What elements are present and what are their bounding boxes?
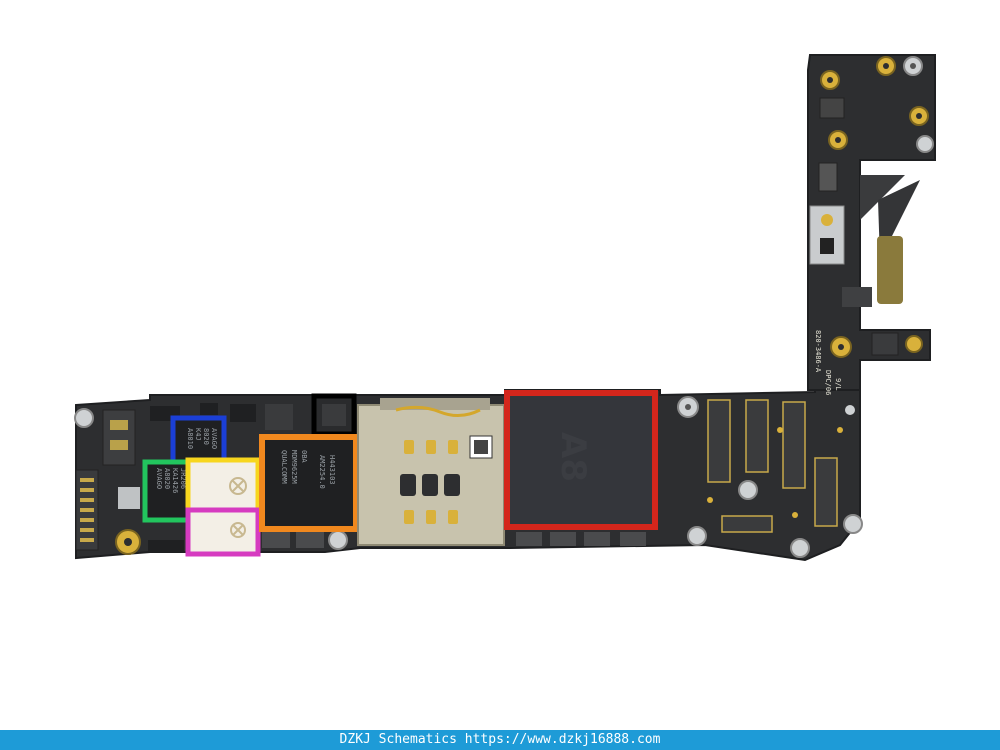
chip-qualcomm-orange-outline: QUALCOMM MDM9625M 0BA AM2254.0 H443103: [259, 434, 359, 532]
chip-black-outline: [311, 393, 357, 437]
sim-contacts: [400, 440, 460, 524]
chip-label: JR206: [179, 468, 187, 489]
screw-hole: [916, 135, 934, 153]
chip-yellow-outline: [185, 457, 261, 517]
board-connector: [721, 515, 773, 533]
chip-magenta-outline: [185, 507, 261, 557]
sim-tray-frame: [357, 398, 505, 546]
chip-label: AVAGO: [210, 428, 218, 449]
chip-label: 8020: [202, 428, 210, 445]
board-connector: [814, 457, 838, 527]
watermark-banner: DZKJ Schematics https://www.dzkj16888.co…: [0, 730, 1000, 750]
right-connectors: [677, 396, 863, 558]
chip-label: AVAGO: [155, 468, 163, 489]
chip-a8-red-outline: A8: [504, 390, 658, 530]
board-connector: [707, 399, 731, 483]
silkscreen-text: DPC/06: [824, 370, 832, 395]
chip-label: QUALCOMM: [280, 450, 288, 484]
chip-label: A8010: [186, 428, 194, 449]
chip-label: AM2254.0: [318, 455, 326, 489]
a8-lower-components: [516, 532, 646, 546]
silkscreen-text: 820-3486-A: [814, 330, 822, 373]
silkscreen-text: 9/L: [834, 378, 842, 391]
board-connector: [782, 401, 806, 489]
screw-hole: [905, 335, 923, 353]
watermark-text: DZKJ Schematics https://www.dzkj16888.co…: [339, 732, 661, 747]
chip-green-outline: AVAGO A8020 KA1426 JR206: [142, 459, 192, 523]
chip-label: A8020: [163, 468, 171, 489]
chip-label: 0BA: [300, 450, 308, 463]
chip-label: K4J: [194, 428, 202, 441]
top-arm-details: 820-3486-A DPC/06 9/L: [809, 56, 934, 395]
a8-chip-label: A8: [553, 432, 593, 482]
chip-label: MDM9625M: [290, 450, 298, 484]
chip-label: H443103: [328, 455, 336, 485]
logic-board-photo: 820-3486-A DPC/06 9/L: [74, 54, 936, 562]
connector-pins: [80, 478, 94, 542]
left-connector-area: [74, 408, 141, 555]
board-connector: [745, 399, 769, 473]
chip-label: KA1426: [171, 468, 179, 493]
